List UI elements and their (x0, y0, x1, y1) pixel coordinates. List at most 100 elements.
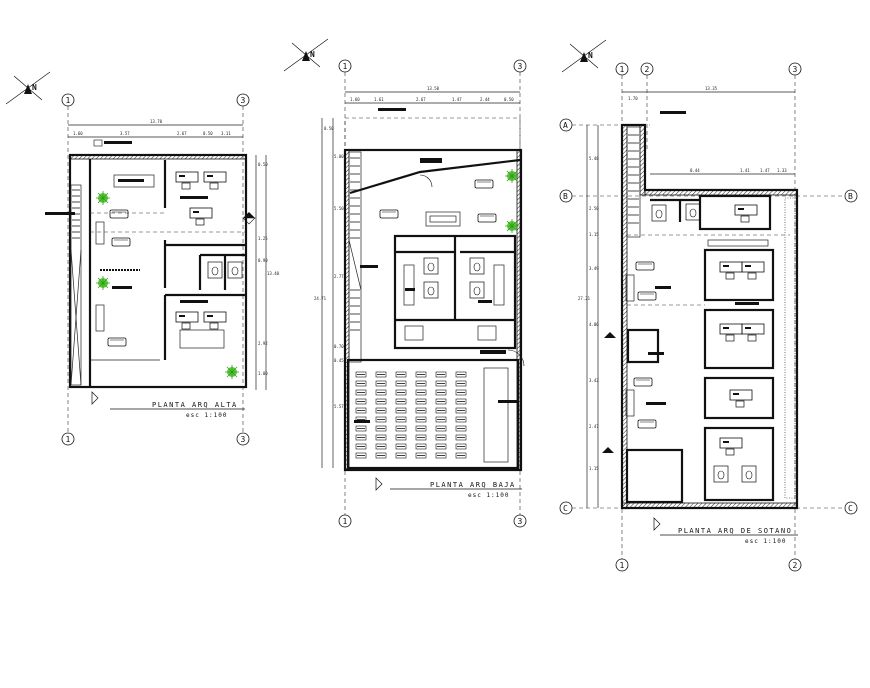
grid-bubble-row-b-right: B (844, 189, 858, 203)
svg-text:13.35: 13.35 (705, 86, 718, 91)
grid-bubble-row-b: B (559, 189, 573, 203)
grid-bubble-bottom-3: 3 (236, 432, 250, 446)
seat (355, 425, 367, 432)
svg-text:1.15: 1.15 (589, 232, 599, 237)
svg-text:1.25: 1.25 (258, 236, 268, 241)
seat (375, 380, 387, 387)
grid-bubble-bottom-1: 1 (61, 432, 75, 446)
grid-bubble-top-1: 1 (615, 62, 629, 76)
svg-text:2.50: 2.50 (589, 206, 599, 211)
svg-text:1: 1 (66, 96, 71, 105)
svg-text:1.70: 1.70 (628, 96, 638, 101)
seat (415, 443, 427, 450)
svg-text:3: 3 (241, 435, 246, 444)
seat (435, 425, 447, 432)
svg-text:5.57: 5.57 (334, 404, 344, 409)
svg-text:3.57: 3.57 (120, 131, 130, 136)
svg-text:2.67: 2.67 (177, 131, 187, 136)
svg-text:3: 3 (793, 65, 798, 74)
seat (375, 434, 387, 441)
svg-text:0.50: 0.50 (504, 97, 514, 102)
seat (415, 380, 427, 387)
seat (395, 425, 407, 432)
seat (415, 425, 427, 432)
seat (455, 443, 467, 450)
grid-bubble-top-2: 2 (640, 62, 654, 76)
plan-scale-sotano: esc 1:100 (745, 538, 787, 545)
svg-text:B: B (848, 192, 853, 201)
seat (415, 371, 427, 378)
plan-sotano: N 1 2 3 1 2 A B (559, 39, 858, 572)
svg-text:0.50: 0.50 (324, 126, 334, 131)
svg-text:13.40: 13.40 (267, 271, 280, 276)
stair-baja (348, 151, 362, 363)
seat (455, 407, 467, 414)
north-arrow-icon: N (561, 39, 607, 73)
seat (395, 434, 407, 441)
svg-text:3.11: 3.11 (221, 131, 231, 136)
svg-text:0.50: 0.50 (258, 162, 268, 167)
seat (375, 443, 387, 450)
seat (415, 389, 427, 396)
seat (395, 380, 407, 387)
svg-text:2: 2 (645, 65, 650, 74)
grid-bubble-top-3: 3 (236, 93, 250, 107)
seat (435, 452, 447, 459)
north-label: N (588, 51, 593, 60)
svg-text:1.47: 1.47 (452, 97, 462, 102)
grid-bubble-bottom-2: 2 (788, 558, 802, 572)
dims-top-baja: 13.50 1.60 1.61 2.67 1.47 2.44 0.50 (345, 86, 520, 111)
title-block-baja: PLANTA ARQ BAJA esc 1:100 (390, 481, 522, 499)
svg-text:1: 1 (620, 561, 625, 570)
seat (395, 371, 407, 378)
svg-text:5.50: 5.50 (334, 206, 344, 211)
grid-bubble-row-c-right: C (844, 501, 858, 515)
title-block-sotano: PLANTA ARQ DE SOTANO esc 1:100 (660, 527, 798, 545)
grid-bubble-top-1: 1 (338, 59, 352, 73)
svg-text:5.00: 5.00 (334, 154, 344, 159)
seat (355, 389, 367, 396)
north-label: N (32, 83, 37, 92)
svg-text:13.70: 13.70 (150, 119, 163, 124)
plan-scale-alta: esc 1:100 (186, 412, 228, 419)
seat (435, 398, 447, 405)
svg-text:1.41: 1.41 (740, 168, 750, 173)
dims-left-baja: 0.50 5.00 5.50 2.77 24.71 0.70 0.45 5.57 (314, 118, 344, 468)
grid-bubble-bottom-1: 1 (338, 514, 352, 528)
grid-bubble-top-3: 3 (788, 62, 802, 76)
seat (355, 398, 367, 405)
plan-scale-baja: esc 1:100 (468, 492, 510, 499)
svg-text:3: 3 (241, 96, 246, 105)
grid-bubble-top-3: 3 (513, 59, 527, 73)
grid-bubble-bottom-3: 3 (513, 514, 527, 528)
seat (415, 452, 427, 459)
svg-text:1.61: 1.61 (374, 97, 384, 102)
dims-right-alta: 0.50 1.25 0.90 2.92 13.40 1.00 (255, 155, 280, 390)
seat (375, 398, 387, 405)
svg-text:13.50: 13.50 (427, 86, 440, 91)
seat (435, 407, 447, 414)
seat (435, 434, 447, 441)
svg-text:2.47: 2.47 (589, 424, 599, 429)
seat (455, 416, 467, 423)
svg-text:2.92: 2.92 (258, 341, 268, 346)
svg-text:1: 1 (620, 65, 625, 74)
plan-title-baja: PLANTA ARQ BAJA (430, 481, 516, 489)
svg-text:0.45: 0.45 (334, 358, 344, 363)
seat (415, 407, 427, 414)
seat (395, 398, 407, 405)
svg-text:1: 1 (343, 62, 348, 71)
seat (435, 389, 447, 396)
north-label: N (310, 50, 315, 59)
svg-text:B: B (563, 192, 568, 201)
plan-title-sotano: PLANTA ARQ DE SOTANO (678, 527, 792, 535)
svg-text:2.44: 2.44 (480, 97, 490, 102)
svg-text:1.00: 1.00 (258, 371, 268, 376)
seat (435, 416, 447, 423)
north-arrow-icon: N (5, 71, 51, 105)
svg-text:24.71: 24.71 (314, 296, 327, 301)
svg-text:4.06: 4.06 (589, 322, 599, 327)
seat (375, 416, 387, 423)
grid-bubble-row-c: C (559, 501, 573, 515)
